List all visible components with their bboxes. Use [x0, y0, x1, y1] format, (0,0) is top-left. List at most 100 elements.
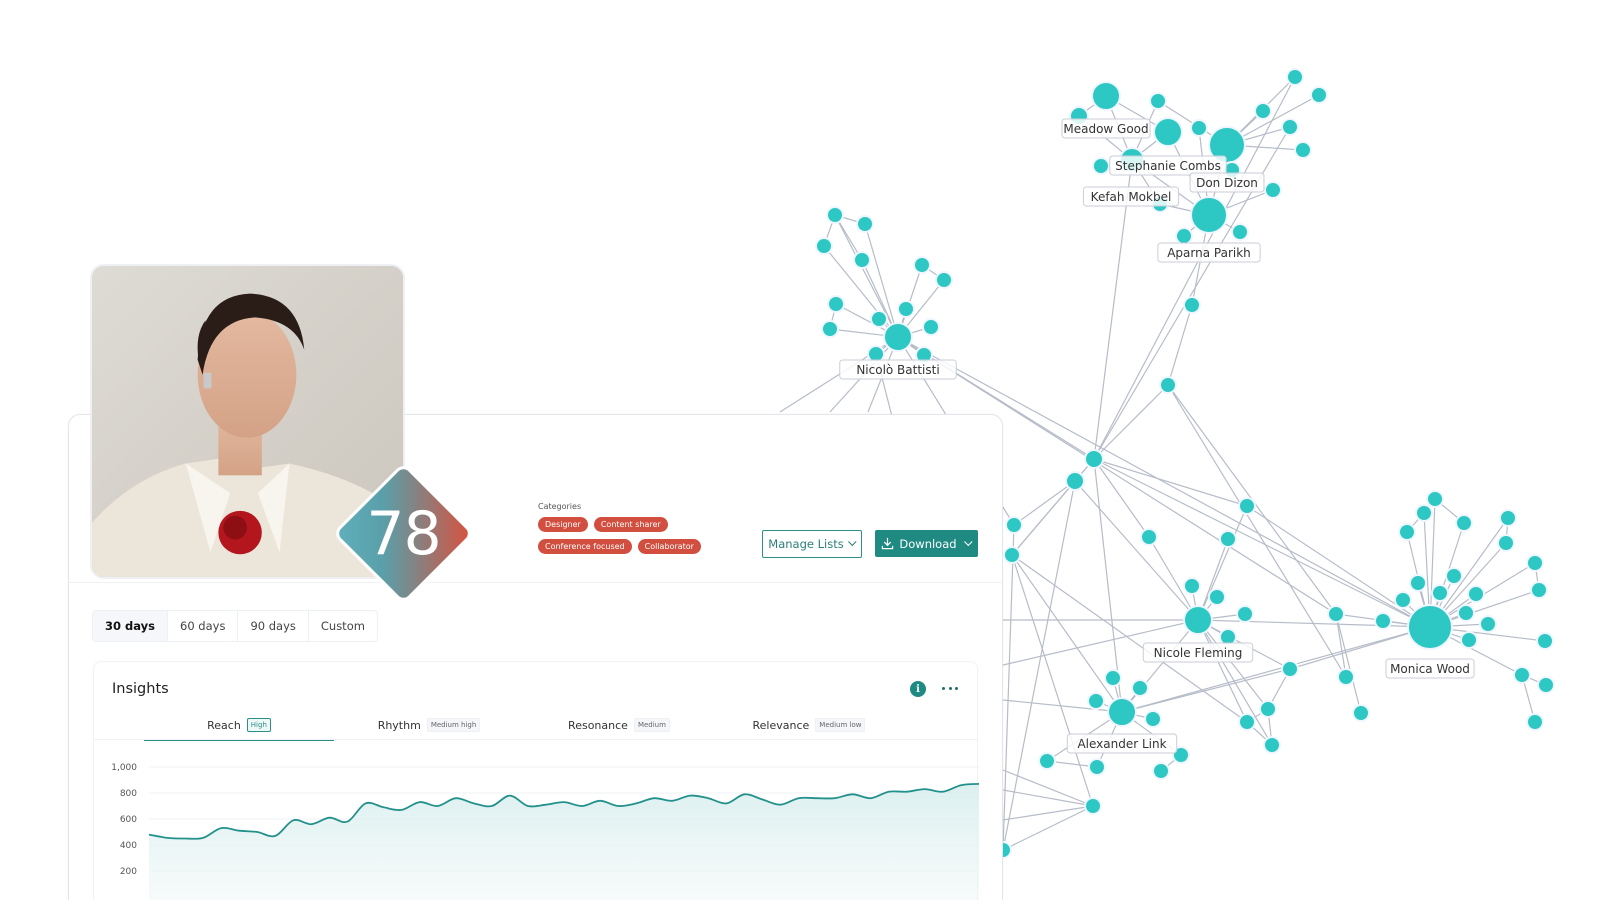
tab-30-days[interactable]: 30 days: [93, 611, 168, 641]
node-label[interactable]: Alexander Link: [1077, 737, 1166, 751]
graph-node[interactable]: [1445, 567, 1463, 585]
graph-node[interactable]: [1264, 181, 1282, 199]
graph-node[interactable]: [1238, 497, 1256, 515]
graph-node[interactable]: [1281, 660, 1299, 678]
graph-node[interactable]: [1087, 692, 1105, 710]
graph-node[interactable]: [1005, 516, 1023, 534]
info-icon[interactable]: i: [910, 681, 926, 697]
graph-node[interactable]: [1038, 752, 1056, 770]
category-chip[interactable]: Conference focused: [538, 539, 632, 554]
graph-node[interactable]: [1513, 666, 1531, 684]
graph-node[interactable]: [1294, 141, 1312, 159]
graph-node[interactable]: [1310, 86, 1328, 104]
graph-node[interactable]: [1352, 704, 1370, 722]
tab-90-days[interactable]: 90 days: [238, 611, 309, 641]
graph-node[interactable]: [1254, 102, 1272, 120]
graph-node[interactable]: [1526, 554, 1544, 572]
graph-node[interactable]: [1467, 585, 1485, 603]
graph-node[interactable]: [1065, 471, 1085, 491]
graph-node[interactable]: [1149, 92, 1167, 110]
tab-custom[interactable]: Custom: [320, 619, 365, 633]
node-label[interactable]: Stephanie Combs: [1115, 159, 1221, 173]
graph-node[interactable]: [1499, 509, 1517, 527]
graph-node[interactable]: [1092, 157, 1110, 175]
node-label[interactable]: Aparna Parikh: [1167, 246, 1251, 260]
graph-node[interactable]: [1286, 68, 1304, 86]
graph-node[interactable]: [1426, 490, 1444, 508]
graph-node[interactable]: [1183, 605, 1213, 635]
graph-node[interactable]: [1457, 604, 1475, 622]
graph-node[interactable]: [1497, 534, 1515, 552]
graph-node[interactable]: [1153, 117, 1183, 147]
category-chip[interactable]: Collaborator: [637, 539, 701, 554]
graph-node[interactable]: [1460, 631, 1478, 649]
graph-node[interactable]: [1327, 605, 1345, 623]
graph-node[interactable]: [935, 271, 953, 289]
graph-node[interactable]: [883, 322, 913, 352]
graph-node[interactable]: [1263, 736, 1281, 754]
node-label[interactable]: Nicole Fleming: [1154, 646, 1243, 660]
graph-node[interactable]: [1536, 632, 1554, 650]
graph-node[interactable]: [1183, 577, 1201, 595]
graph-node[interactable]: [1152, 762, 1170, 780]
graph-node[interactable]: [1415, 504, 1433, 522]
graph-node[interactable]: [1190, 119, 1208, 137]
graph-node[interactable]: [1104, 669, 1122, 687]
node-label[interactable]: Don Dizon: [1196, 176, 1258, 190]
graph-node[interactable]: [1107, 697, 1137, 727]
graph-node[interactable]: [1159, 376, 1177, 394]
graph-node[interactable]: [815, 237, 833, 255]
graph-node[interactable]: [1537, 676, 1555, 694]
graph-node[interactable]: [1455, 514, 1473, 532]
graph-node[interactable]: [1084, 797, 1102, 815]
graph-node[interactable]: [1140, 528, 1158, 546]
graph-node[interactable]: [1175, 227, 1193, 245]
tab-60-days[interactable]: 60 days: [168, 611, 239, 641]
graph-node[interactable]: [1398, 523, 1416, 541]
graph-node[interactable]: [1091, 81, 1121, 111]
graph-node[interactable]: [856, 215, 874, 233]
graph-node[interactable]: [1431, 584, 1449, 602]
graph-node[interactable]: [1084, 449, 1104, 469]
category-chip[interactable]: Content sharer: [593, 517, 668, 532]
graph-node[interactable]: [1088, 758, 1106, 776]
node-label[interactable]: Nicolò Battisti: [856, 363, 939, 377]
graph-node[interactable]: [1238, 713, 1256, 731]
graph-node[interactable]: [1003, 546, 1021, 564]
category-chip[interactable]: Designer: [538, 517, 588, 532]
graph-node[interactable]: [1236, 605, 1254, 623]
graph-node[interactable]: [1131, 679, 1149, 697]
graph-node[interactable]: [853, 251, 871, 269]
graph-node[interactable]: [1479, 615, 1497, 633]
download-button[interactable]: Download: [875, 530, 978, 557]
graph-node[interactable]: [1526, 713, 1544, 731]
graph-node[interactable]: [826, 206, 844, 224]
graph-node[interactable]: [827, 295, 845, 313]
tab-resonance[interactable]: Resonance Medium: [524, 710, 714, 740]
graph-node[interactable]: [870, 310, 888, 328]
node-label[interactable]: Monica Wood: [1390, 662, 1470, 676]
tab-relevance[interactable]: Relevance Medium low: [714, 710, 904, 740]
graph-node[interactable]: [1337, 668, 1355, 686]
graph-node[interactable]: [1409, 574, 1427, 592]
node-label[interactable]: Meadow Good: [1063, 122, 1148, 136]
graph-node[interactable]: [1259, 700, 1277, 718]
graph-node[interactable]: [1208, 588, 1226, 606]
graph-node[interactable]: [922, 318, 940, 336]
graph-node[interactable]: [897, 300, 915, 318]
graph-node[interactable]: [1374, 612, 1392, 630]
graph-node[interactable]: [1183, 296, 1201, 314]
more-options-icon[interactable]: [942, 680, 958, 696]
graph-node[interactable]: [1394, 591, 1412, 609]
node-label[interactable]: Kefah Mokbel: [1091, 190, 1172, 204]
graph-node[interactable]: [1219, 530, 1237, 548]
graph-node[interactable]: [1530, 581, 1548, 599]
tab-reach[interactable]: Reach High: [144, 710, 334, 741]
graph-node[interactable]: [1281, 118, 1299, 136]
graph-node[interactable]: [1231, 223, 1249, 241]
manage-lists-button[interactable]: Manage Lists: [762, 530, 862, 558]
graph-node[interactable]: [1144, 710, 1162, 728]
tab-rhythm[interactable]: Rhythm Medium high: [334, 710, 524, 740]
